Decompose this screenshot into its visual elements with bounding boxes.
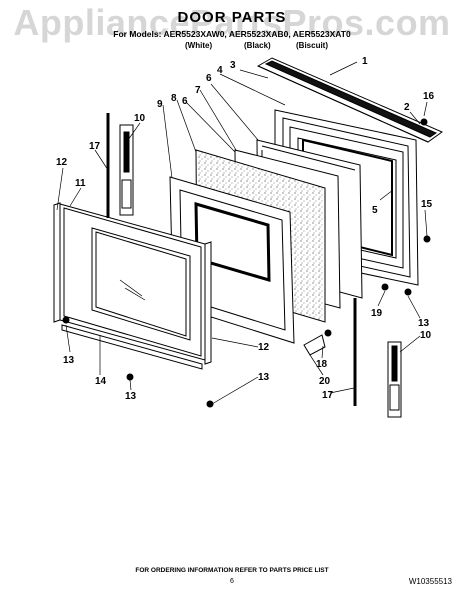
leader-lines	[56, 61, 428, 405]
callout-9: 9	[157, 99, 163, 110]
callout-17-left: 17	[89, 141, 101, 152]
callout-12-left: 12	[56, 157, 68, 168]
color-label-black: (Black)	[244, 41, 271, 50]
callout-labels: 1 2 3 4 5 6 6 7 8 9 10 10 11 12 12 13 13…	[56, 56, 435, 402]
callout-10-left: 10	[134, 113, 146, 124]
callout-13-right: 13	[418, 318, 430, 329]
callout-5: 5	[372, 205, 378, 216]
callout-2: 2	[404, 102, 410, 113]
callout-6-lower: 6	[182, 96, 188, 107]
callout-8: 8	[171, 93, 177, 104]
callout-11: 11	[75, 178, 86, 189]
callout-3: 3	[230, 60, 236, 71]
callout-10-right: 10	[420, 330, 432, 341]
side-trim-left	[53, 202, 61, 323]
page-number: 6	[230, 578, 234, 585]
door-handle	[256, 57, 444, 143]
callout-4: 4	[217, 65, 223, 76]
callout-14: 14	[95, 376, 107, 387]
page-title: DOOR PARTS	[177, 9, 287, 26]
hinge-right	[353, 298, 402, 418]
color-label-white: (White)	[185, 41, 213, 50]
ordering-footer: FOR ORDERING INFORMATION REFER TO PARTS …	[135, 567, 329, 574]
callout-7: 7	[195, 85, 201, 96]
callout-13-left: 13	[63, 355, 75, 366]
callout-20: 20	[319, 376, 331, 387]
callout-13-bottom: 13	[258, 372, 270, 383]
callout-12-bottom: 12	[258, 342, 270, 353]
bottom-trim	[61, 324, 203, 370]
hinge-bracket	[303, 334, 326, 356]
callout-1: 1	[362, 56, 368, 67]
callout-15: 15	[421, 199, 433, 210]
hinge-left	[106, 113, 134, 218]
side-trim-right	[204, 241, 212, 365]
callout-19: 19	[371, 308, 383, 319]
color-label-biscuit: (Biscuit)	[296, 41, 328, 50]
callout-13-center: 13	[125, 391, 137, 402]
document-number: W10355513	[408, 577, 452, 586]
watermark: AppliancePartsPros.com	[13, 2, 451, 43]
callout-6-upper: 6	[206, 73, 212, 84]
model-list: For Models: AER5523XAW0, AER5523XAB0, AE…	[113, 29, 351, 39]
callout-16: 16	[423, 91, 435, 102]
callout-18: 18	[316, 359, 328, 370]
callout-17-right: 17	[322, 390, 334, 401]
